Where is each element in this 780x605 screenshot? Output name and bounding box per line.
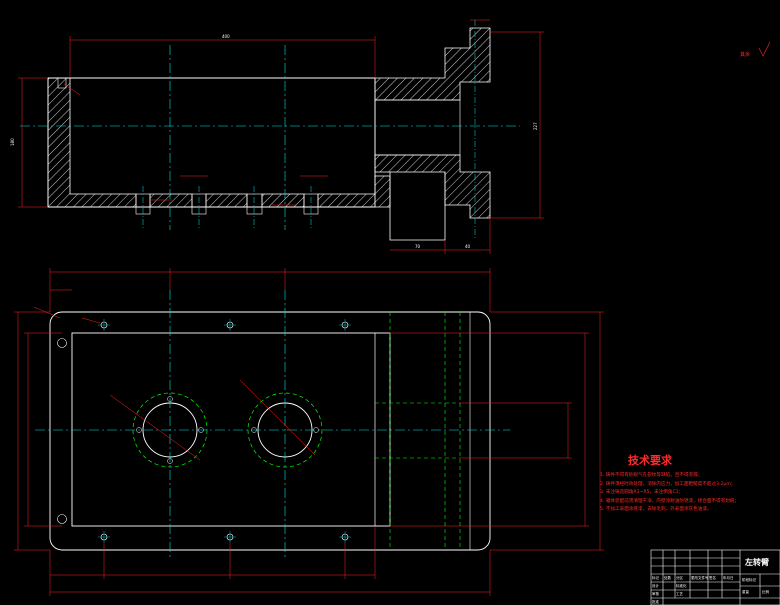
note-line: 4. 箱体装配前须清理干净，内壁涂耐油防锈漆，接合面不得有划痕； (600, 498, 740, 504)
bottom-hole-3 (246, 193, 263, 215)
svg-text:40: 40 (465, 244, 471, 249)
tb-cell: 分区 (676, 576, 683, 580)
section-bottom-wall-mid (205, 193, 248, 208)
leader (109, 394, 201, 461)
note-line: 3. 未注铸造圆角R3~R5，未注倒角C1； (600, 490, 684, 496)
tb-cell: 年月日 (723, 576, 734, 580)
plan-dimensions (14, 268, 604, 596)
section-bottom-wall (149, 193, 193, 208)
leader (239, 379, 316, 456)
roughness-symbol-icon (758, 41, 771, 57)
svg-text:227: 227 (533, 122, 538, 130)
section-hub-lower (374, 154, 491, 219)
title-block (650, 549, 780, 605)
note-line: 2. 铸件须经时效处理，消除内应力，加工面粗糙度不超过3.2μm； (600, 481, 736, 487)
tb-cell: 标准化 (676, 584, 687, 588)
top-hole (57, 77, 67, 89)
tb-cell: 比例 (762, 590, 769, 594)
section-dim-text: 400 180 227 70 40 (10, 34, 538, 249)
note-line: 5. 不加工表面涂底漆，去除毛刺，外表面涂灰色油漆。 (600, 507, 712, 513)
section-dimensions (18, 19, 544, 254)
section-view (20, 20, 520, 241)
tb-cell: 重量 (742, 590, 749, 594)
tb-cell: 签名 (709, 576, 716, 580)
tb-cell: 更改文件号 (691, 576, 709, 580)
section-outline (47, 77, 376, 208)
section-hub-upper (374, 27, 491, 101)
tb-cell: 阶段标记 (742, 578, 756, 582)
note-line: 1. 铸件不得有砂眼气孔裂纹等缺陷，且不得渗漏； (600, 473, 703, 478)
tb-cell: 标记 (652, 576, 659, 580)
tb-cell: 批准 (652, 600, 659, 604)
plan-view (35, 290, 510, 560)
svg-text:400: 400 (222, 34, 230, 39)
tb-cell: 设计 (652, 584, 659, 588)
svg-text:70: 70 (415, 244, 421, 249)
flange-bolt-holes (57, 321, 349, 541)
notes-title: 技术要求 (628, 454, 672, 467)
hole-crosshairs (98, 319, 351, 543)
section-bore (374, 99, 461, 156)
tb-cell: 处数 (664, 576, 671, 580)
technical-requirements: 技术要求 1. 铸件不得有砂眼气孔裂纹等缺陷，且不得渗漏； 2. 铸件须经时效处… (600, 452, 775, 515)
title-block-title: 左转臂 (745, 558, 769, 567)
plan-box-inner (71, 332, 391, 527)
roughness-note: 其余 (740, 52, 751, 58)
tb-cell: 工艺 (676, 592, 683, 596)
section-lower-boss (389, 172, 446, 241)
section-wall-left (47, 77, 137, 208)
plan-flange-outer (49, 311, 491, 551)
section-bottom-wall-right (317, 175, 391, 208)
svg-text:180: 180 (10, 138, 15, 146)
tb-cell: 审核 (652, 592, 659, 596)
